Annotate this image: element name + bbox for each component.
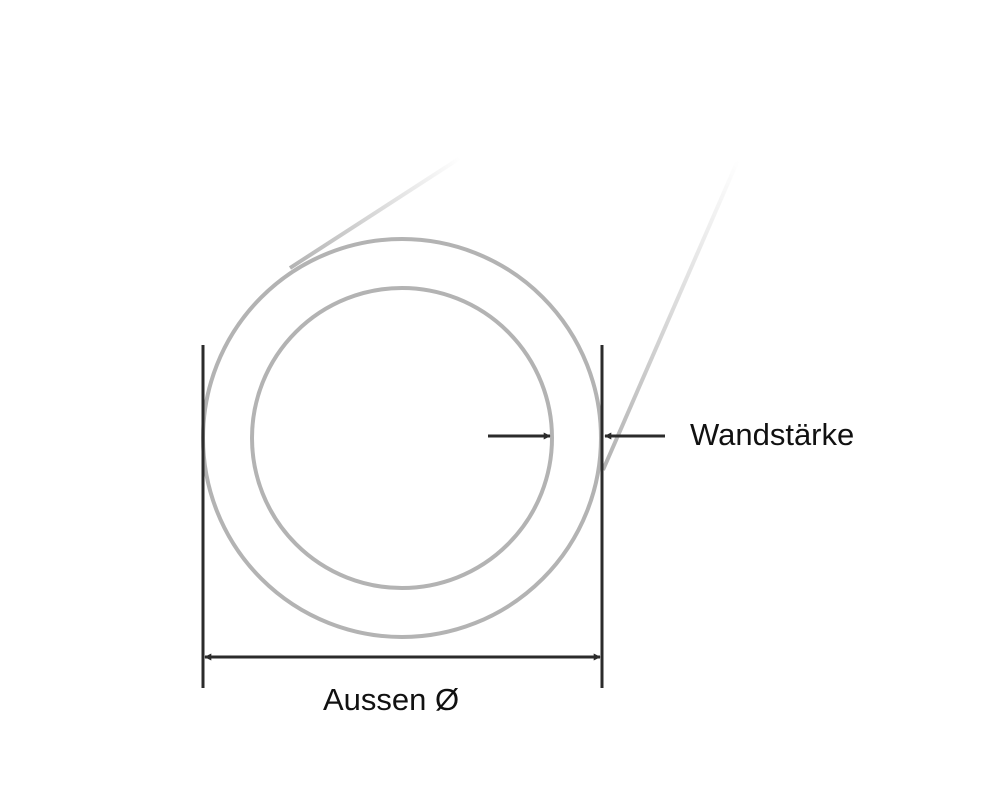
outer-circle	[201, 237, 603, 639]
wall-thickness-label: Wandstärke	[690, 417, 855, 452]
outer-diameter-label: Aussen Ø	[323, 682, 460, 717]
inner-circle	[250, 286, 554, 590]
tube-edge-left-line	[288, 156, 462, 270]
tube-edge-right-line	[601, 159, 740, 471]
